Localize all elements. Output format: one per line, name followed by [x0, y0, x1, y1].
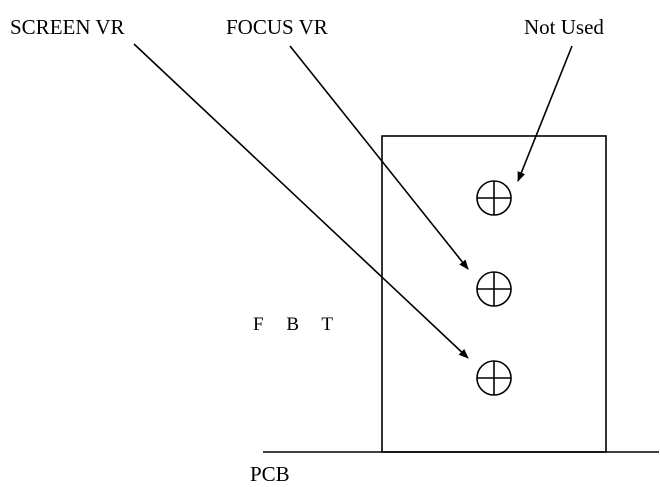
- focus-vr-label: FOCUS VR: [226, 15, 328, 39]
- not-used-arrow: [517, 45, 573, 182]
- pcb-label: PCB: [250, 462, 290, 486]
- not-used-vr-knob[interactable]: [476, 180, 512, 216]
- screen-vr-knob[interactable]: [476, 360, 512, 396]
- screen-vr-arrow: [133, 43, 469, 359]
- screen-vr-label: SCREEN VR: [10, 15, 125, 39]
- not-used-label: Not Used: [524, 15, 604, 39]
- focus-vr-knob[interactable]: [476, 271, 512, 307]
- focus-vr-arrow: [289, 45, 469, 270]
- fbt-label: F B T: [253, 314, 342, 335]
